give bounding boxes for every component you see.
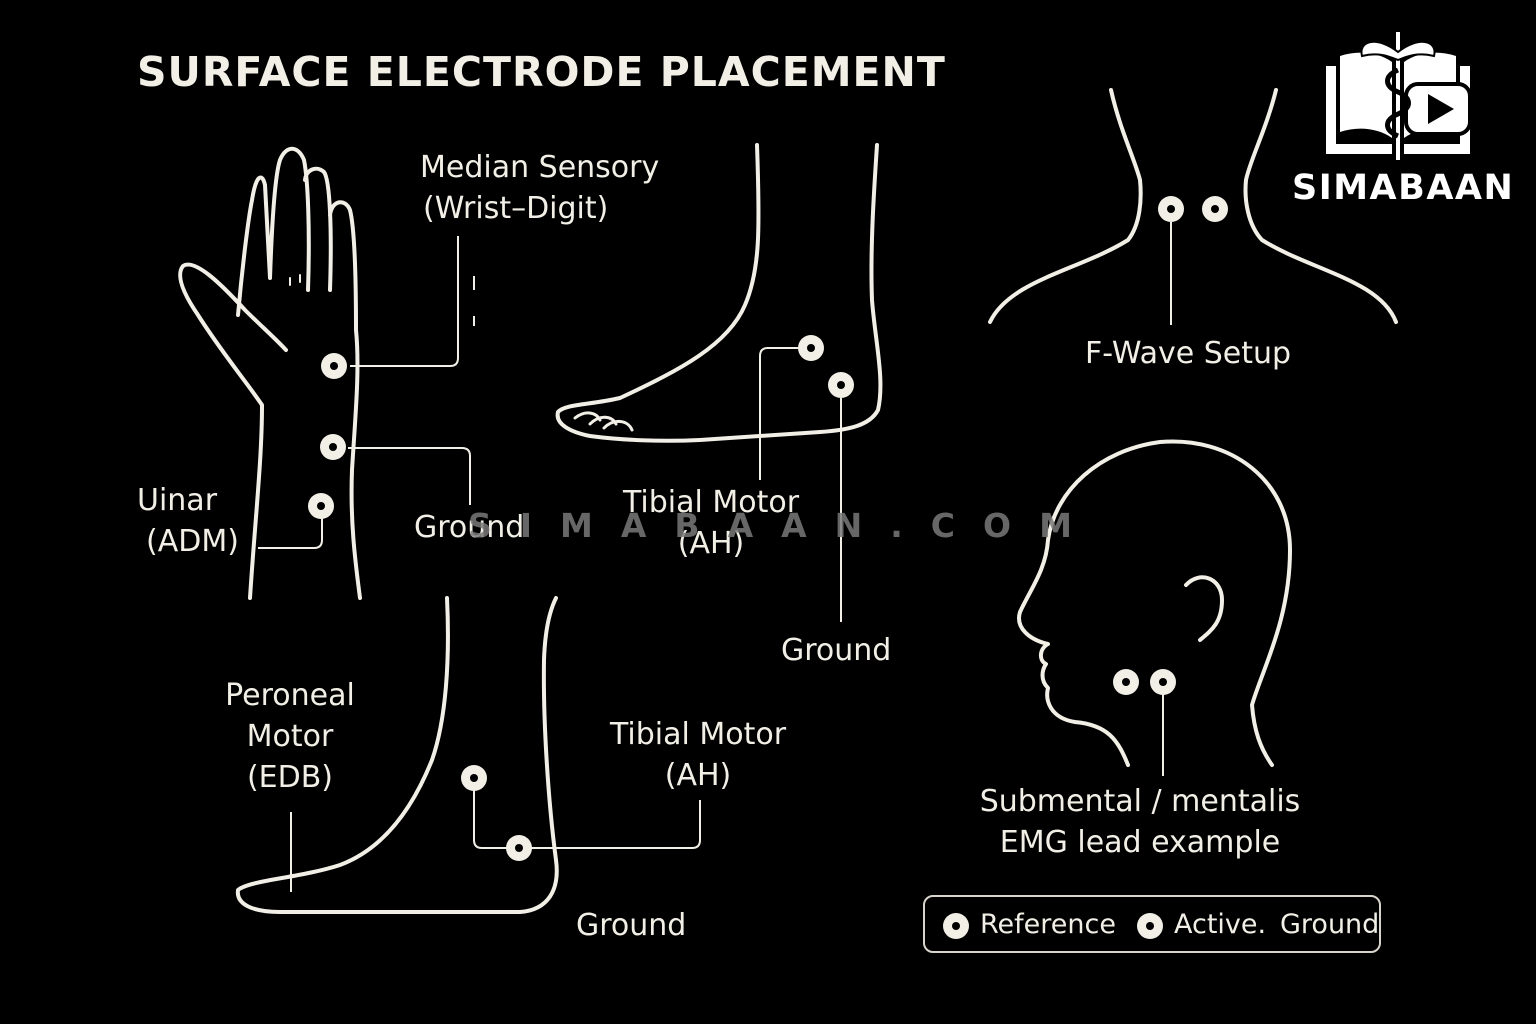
fwave-electrode-1 [1158, 196, 1184, 222]
legend-ground-label: Ground [1280, 909, 1380, 940]
brand-name: SIMABAAN [1292, 168, 1515, 208]
tibial-top-ground-label: Ground [781, 633, 892, 668]
head-profile [1017, 439, 1292, 767]
legend-active-label: Active. [1174, 909, 1267, 940]
median-leader [350, 236, 459, 367]
peroneal-label: Peroneal Motor (EDB) [225, 678, 355, 795]
legend-active-dot [1137, 913, 1163, 939]
submental-electrode-2 [1150, 669, 1176, 695]
hand-ground-electrode [320, 434, 346, 460]
tibial-top-electrode [798, 335, 824, 361]
legend: Reference Active. Ground [923, 895, 1381, 953]
submental-label: Submental / mentalis EMG lead example [979, 784, 1301, 860]
ulnar-leader [258, 518, 323, 549]
head-outline [1017, 439, 1292, 767]
bottom-foot-outline [235, 596, 559, 914]
bottom-ground-label: Ground [576, 908, 687, 943]
median-sensory-label: Median Sensory (Wrist–Digit) [420, 150, 660, 226]
median-electrode [321, 353, 347, 379]
legend-reference-label: Reference [980, 909, 1116, 940]
tibial-top-leader [759, 347, 798, 480]
submental-electrode-1 [1113, 669, 1139, 695]
bottom-tibial-leader [473, 790, 701, 849]
hand-ground-leader [348, 447, 471, 505]
hand-outline-path [178, 146, 362, 600]
caduceus-book-play-logo [1326, 30, 1472, 160]
tibial-top-label: Tibial Motor (AH) [622, 485, 800, 561]
bottom-tibial-electrode [506, 835, 532, 861]
peroneal-electrode [461, 765, 487, 791]
neck-outline [988, 88, 1398, 324]
neck-right [1243, 88, 1398, 324]
fwave-label: F-Wave Setup [1085, 336, 1292, 371]
bottom-foot-path [235, 596, 559, 914]
hand-outline [178, 146, 362, 600]
page-title: SURFACE ELECTRODE PLACEMENT [137, 48, 946, 96]
fwave-electrode-2 [1202, 196, 1228, 222]
top-foot-outline [555, 143, 883, 443]
ulnar-electrode [308, 493, 334, 519]
hand-ground-label: Ground [414, 510, 525, 545]
tibial-top-ground-electrode [828, 372, 854, 398]
watermark: SIMABAAN.COM [468, 506, 1100, 545]
top-foot-toes [573, 411, 634, 432]
top-foot-path [555, 143, 883, 443]
neck-left [988, 88, 1143, 324]
head-ear [1184, 575, 1224, 642]
bottom-tibial-label: Tibial Motor (AH) [609, 717, 787, 793]
hand-finger-lines [289, 274, 301, 286]
ulnar-label: Uinar (ADM) [137, 483, 239, 559]
legend-reference-dot [943, 913, 969, 939]
